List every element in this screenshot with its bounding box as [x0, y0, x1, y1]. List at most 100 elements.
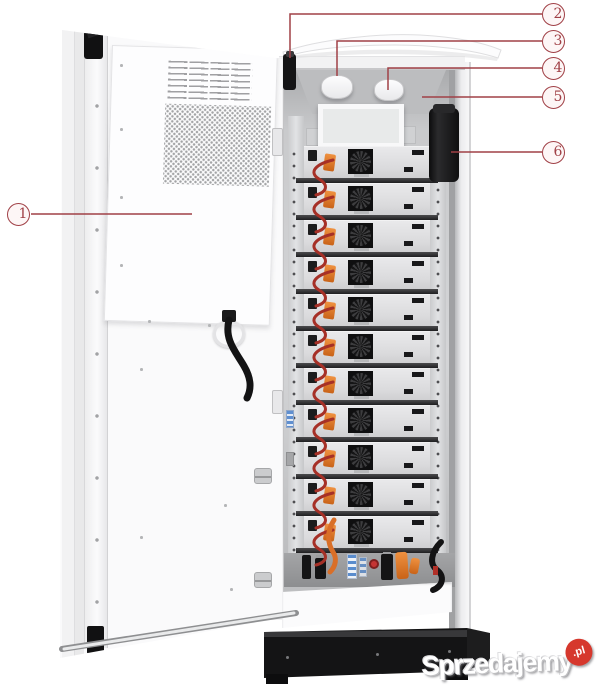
callout-5-label: 5 [553, 89, 563, 105]
module-port [404, 389, 413, 394]
screw [120, 264, 123, 267]
module-connector-orange [322, 190, 337, 209]
callout-6: 6 [542, 141, 565, 164]
terminal-connector-black-1 [315, 558, 326, 579]
screw [148, 320, 151, 323]
cabinet-wall-shadow [449, 66, 455, 636]
hinge-bracket-mid [272, 390, 283, 414]
screw [120, 196, 123, 199]
callout-2: 2 [542, 3, 565, 26]
screw [120, 64, 123, 67]
rack-rail [296, 326, 438, 331]
callout-1-label: 1 [18, 206, 28, 222]
fan-icon [348, 334, 373, 359]
base-side [467, 628, 490, 670]
module-label [354, 359, 369, 362]
module-port [412, 187, 424, 192]
door-cable-hole [213, 320, 245, 348]
cabinet-top-frame [279, 56, 465, 70]
module-port [404, 204, 413, 209]
module-connector-orange [322, 449, 337, 468]
module-port [412, 224, 424, 229]
battery-module [296, 516, 438, 553]
module-port [404, 426, 413, 431]
module-port [412, 409, 424, 414]
module-connector-black [308, 261, 317, 272]
fan-icon [348, 297, 373, 322]
door-hinge-bottom [87, 626, 104, 654]
battery-module [296, 479, 438, 516]
module-connector-orange [322, 264, 337, 283]
terminal-connector-orange [395, 551, 409, 580]
rack-rail [296, 474, 438, 479]
rack-rail [296, 289, 438, 294]
terminal-block-blue-small [359, 557, 367, 577]
base-bevel [264, 630, 467, 637]
module-label [354, 507, 369, 510]
top-cover-slab [282, 34, 502, 59]
rack-rail [296, 178, 438, 183]
base-foot-left [266, 674, 288, 684]
module-port [412, 446, 424, 451]
door-edge-shadow [75, 30, 84, 658]
callout-6-label: 6 [553, 144, 563, 160]
cabinet-door [60, 30, 282, 658]
callout-line-2 [289, 13, 542, 58]
rack-rail [296, 215, 438, 220]
module-port [404, 463, 413, 468]
fan-icon [348, 186, 373, 211]
callout-3-label: 3 [553, 33, 563, 49]
cabinet-right-wall [455, 62, 471, 638]
module-port [404, 537, 413, 542]
terminal-connector-black-2 [381, 554, 393, 580]
module-connector-black [308, 372, 317, 383]
fan-icon [348, 482, 373, 507]
screw [120, 128, 123, 131]
wall-terminal-blue [286, 410, 294, 428]
module-connector-orange [322, 153, 337, 172]
fan-icon [348, 223, 373, 248]
module-port [404, 500, 413, 505]
module-port [412, 483, 424, 488]
interior-floor [284, 553, 455, 587]
door-outer-edge [62, 30, 75, 658]
module-connector-orange [322, 486, 337, 505]
rack-rail [296, 437, 438, 442]
module-port [404, 278, 413, 283]
watermark: Sprzedajemy .pl [421, 635, 608, 697]
module-connector-orange [322, 338, 337, 357]
door-hinge-top [84, 31, 103, 59]
cable-gland-left [321, 75, 353, 99]
screw [224, 504, 227, 507]
battery-module [296, 442, 438, 479]
base-screw [286, 656, 289, 659]
base-screw [448, 650, 451, 653]
module-port [412, 372, 424, 377]
module-connector-black [308, 150, 317, 161]
rack-holes-left [292, 148, 296, 568]
top-left-connector [283, 54, 296, 90]
vent-louvers [167, 60, 253, 104]
module-label [354, 248, 369, 251]
side-black-component [429, 108, 459, 182]
callout-4: 4 [542, 57, 565, 80]
module-connector-black [308, 335, 317, 346]
base-screw [376, 653, 379, 656]
module-label [354, 322, 369, 325]
module-label [354, 433, 369, 436]
callout-3: 3 [542, 30, 565, 53]
wall-bracket [286, 452, 294, 466]
battery-module [296, 405, 438, 442]
callout-5: 5 [542, 86, 565, 109]
module-label [354, 470, 369, 473]
watermark-brand: Sprzedajemy [421, 646, 573, 682]
module-connector-orange [322, 412, 337, 431]
module-connector-black [308, 446, 317, 457]
fan-icon [348, 519, 373, 544]
fan-icon [348, 445, 373, 470]
module-connector-orange [322, 227, 337, 246]
screw [140, 368, 143, 371]
module-label [354, 544, 369, 547]
base-foot-right [442, 670, 468, 680]
